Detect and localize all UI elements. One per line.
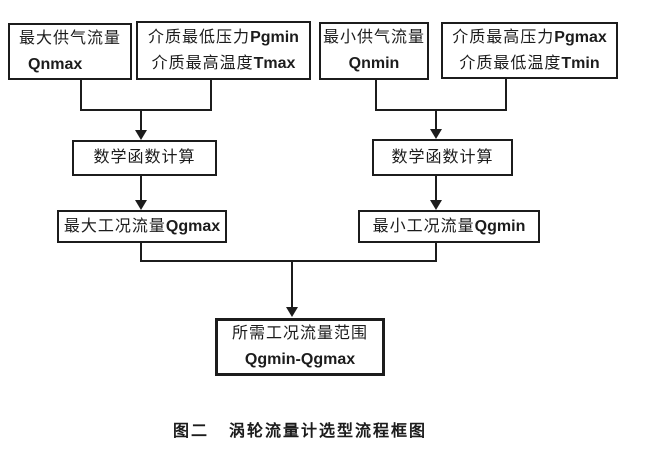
node-medium-max-pressure-min-temp: 介质最高压力Pgmax 介质最低温度Tmin [441, 22, 618, 79]
connector-line [505, 77, 507, 111]
node-label-en: Pgmax [554, 28, 607, 46]
node-label-zh: 介质最高压力 [452, 28, 555, 46]
connector-line [375, 78, 377, 111]
node-label-zh: 数学函数计算 [391, 148, 494, 166]
node-label-zh: 介质最低压力 [148, 28, 251, 46]
node-required-flow-range: 所需工况流量范围 Qgmin-Qgmax [215, 318, 385, 376]
connector-line [435, 175, 437, 201]
connector-line [435, 242, 437, 262]
node-label-en: Pgmin [250, 28, 299, 46]
node-line-1: 介质最高压力Pgmax [443, 25, 616, 51]
node-max-supply-flow: 最大供气流量 Qnmax [8, 23, 132, 80]
arrow-down-icon [430, 129, 442, 139]
node-label-zh: 最小供气流量 [322, 29, 425, 46]
arrow-down-icon [135, 130, 147, 140]
connector-line [80, 109, 212, 111]
arrow-down-icon [135, 200, 147, 210]
node-min-operating-flow: 最小工况流量Qgmin [358, 210, 540, 243]
node-label-en: Qgmax [165, 217, 221, 235]
figure-caption: 图二 涡轮流量计选型流程框图 [0, 417, 600, 441]
connector-line [140, 109, 142, 131]
connector-line [140, 260, 437, 262]
node-math-function-calc-right: 数学函数计算 [372, 139, 513, 176]
node-label-zh: 所需工况流量范围 [231, 325, 368, 342]
connector-line [140, 242, 142, 262]
node-line-1: 最小工况流量Qgmin [360, 214, 538, 240]
connector-line [140, 175, 142, 201]
node-label-en: Qgmin-Qgmax [244, 351, 356, 368]
node-line-2: 介质最低温度Tmin [443, 51, 616, 77]
node-label-en: Qgmin [474, 217, 526, 235]
connector-line [210, 78, 212, 111]
node-label-en: Tmin [561, 54, 600, 72]
node-label-zh: 数学函数计算 [93, 149, 196, 166]
arrow-down-icon [430, 200, 442, 210]
node-label-zh: 最大工况流量 [63, 217, 166, 235]
node-label-zh: 最大供气流量 [18, 29, 121, 47]
connector-line [80, 78, 82, 111]
node-line-1: 最大工况流量Qgmax [59, 214, 225, 240]
node-label-zh: 介质最高温度 [151, 54, 254, 72]
connector-line [375, 109, 507, 111]
figure-number: 图二 [172, 423, 209, 440]
node-label-en: Qnmax [28, 55, 83, 73]
node-label-zh: 最小工况流量 [372, 217, 475, 235]
node-medium-min-pressure-max-temp: 介质最低压力Pgmin 介质最高温度Tmax [136, 21, 311, 80]
connector-line [291, 260, 293, 308]
node-line-1: 介质最低压力Pgmin [138, 25, 309, 51]
node-max-operating-flow: 最大工况流量Qgmax [57, 210, 227, 243]
arrow-down-icon [286, 307, 298, 317]
figure-title: 涡轮流量计选型流程框图 [229, 423, 428, 440]
connector-line [435, 109, 437, 130]
node-label-en: Qnmin [348, 55, 400, 72]
node-math-function-calc-left: 数学函数计算 [72, 140, 217, 176]
node-line-2: 介质最高温度Tmax [138, 51, 309, 77]
node-label-en: Tmax [253, 54, 296, 72]
node-min-supply-flow: 最小供气流量 Qnmin [319, 22, 429, 80]
node-label-zh: 介质最低温度 [459, 54, 562, 72]
